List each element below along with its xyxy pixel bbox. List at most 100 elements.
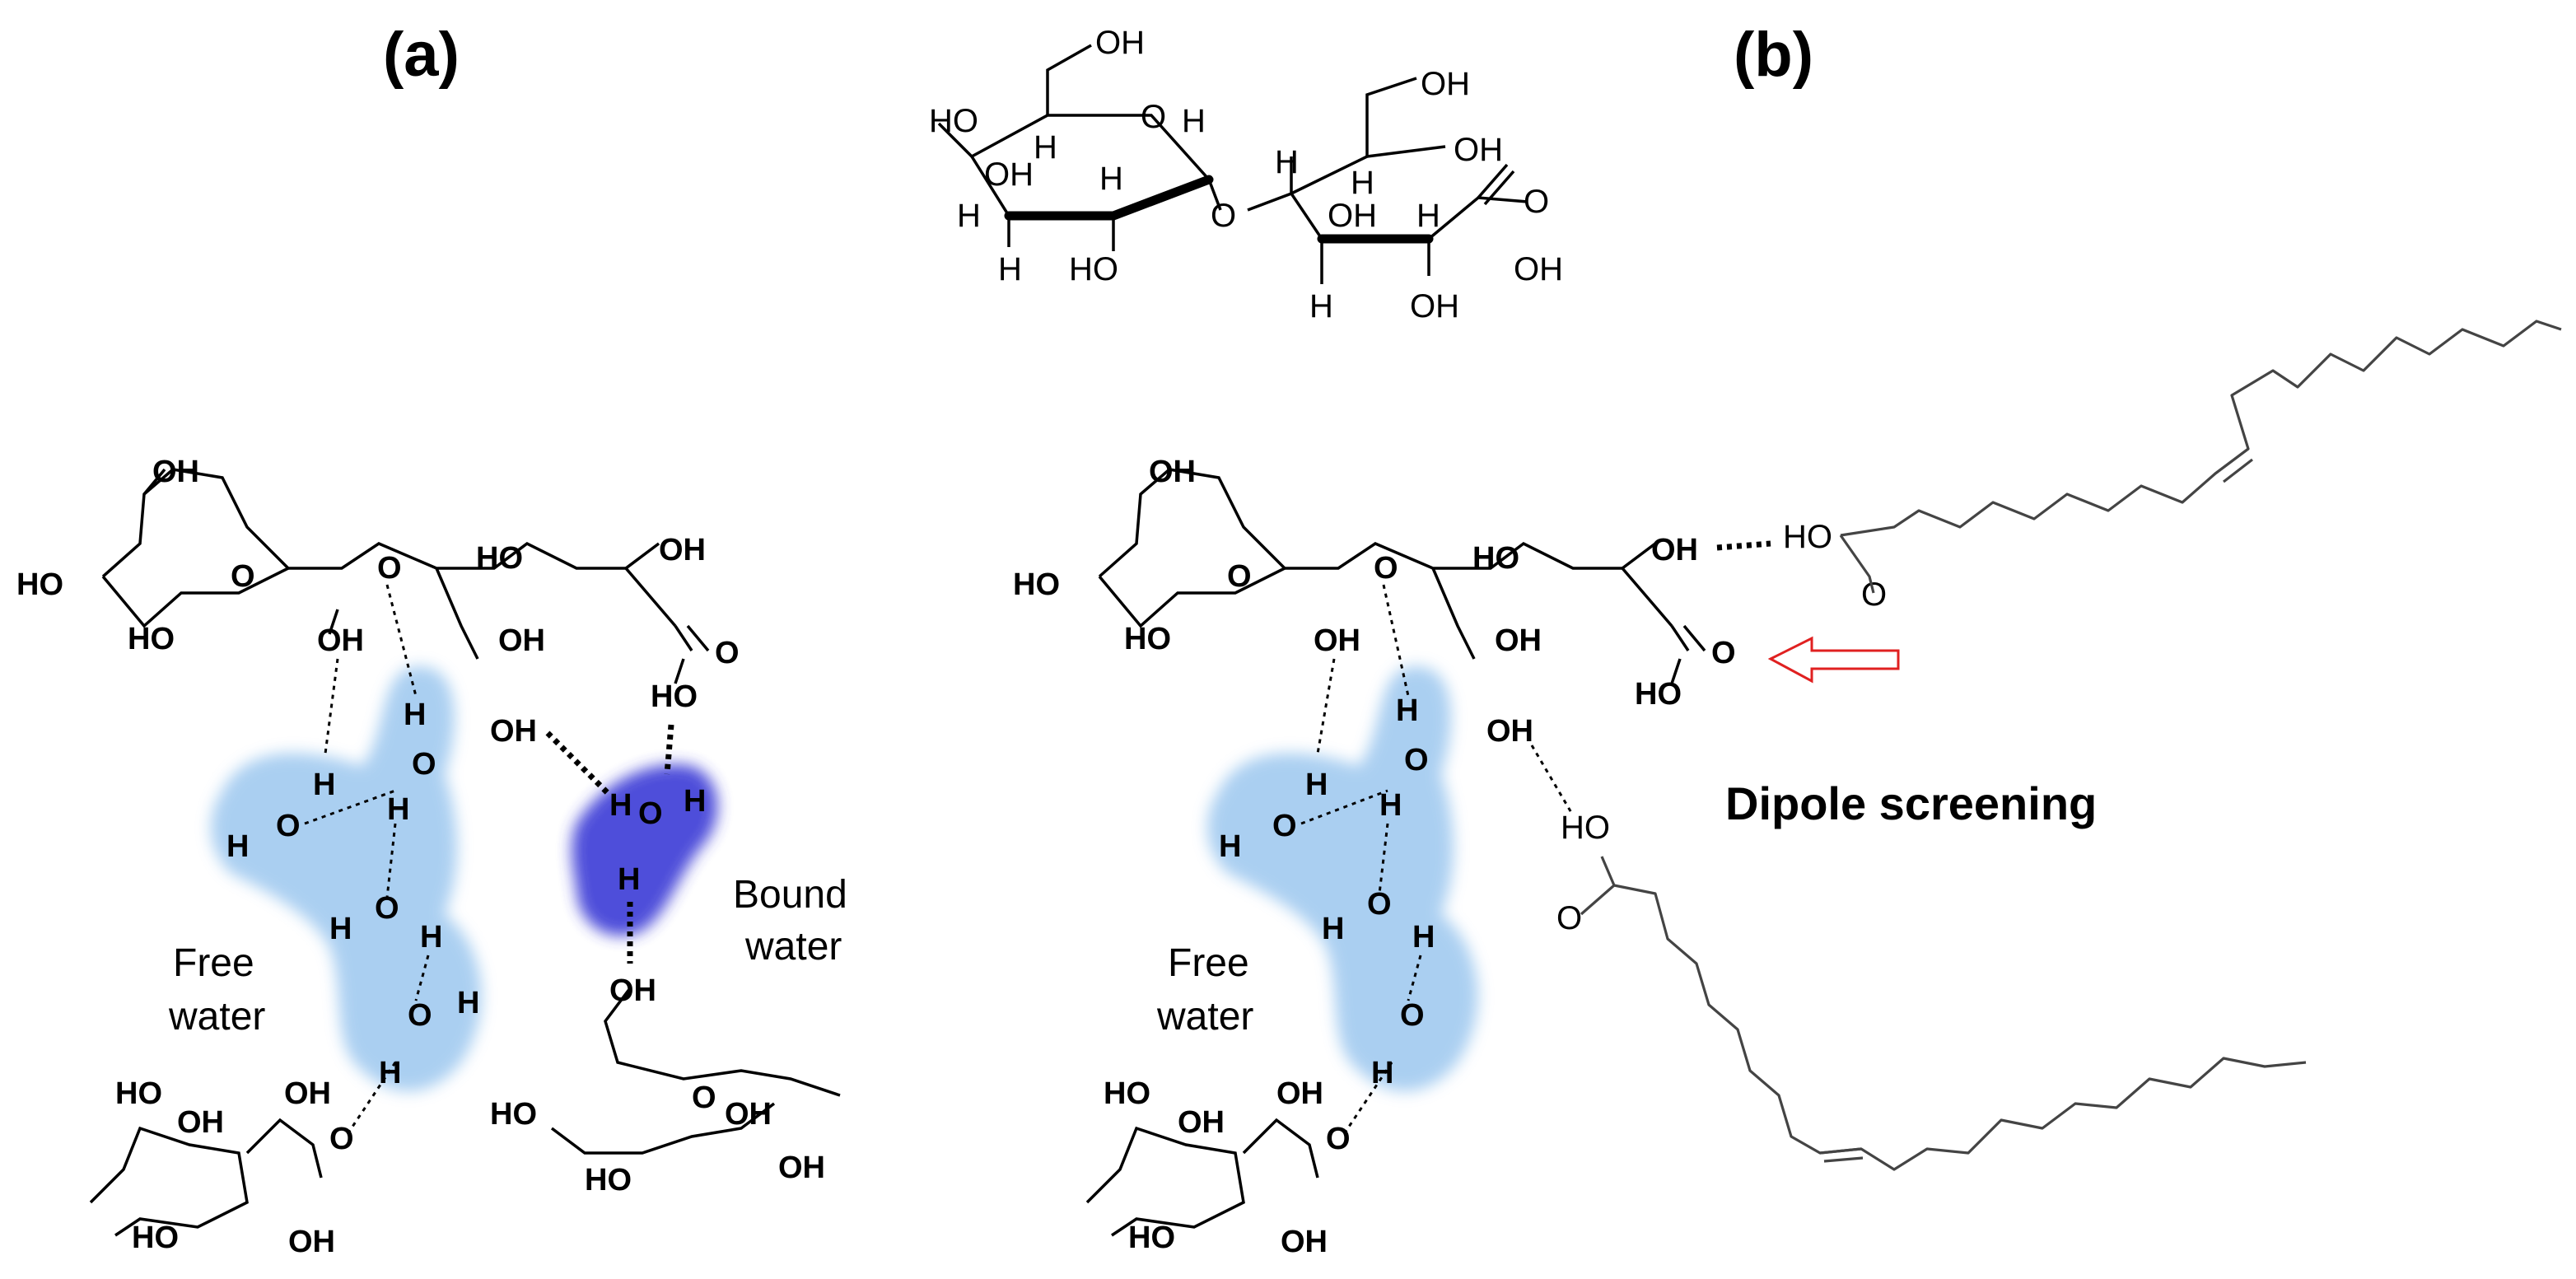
atom-o: O <box>1400 998 1425 1033</box>
atom-h: H <box>226 829 249 864</box>
atom-h: H <box>1034 129 1057 166</box>
atom-h: H <box>957 198 981 234</box>
atom-oh: OH <box>1095 25 1145 61</box>
atom-h: H <box>1182 103 1206 139</box>
free-water-label-b: Free <box>1168 941 1249 985</box>
panel-label-a: (a) <box>383 20 460 90</box>
atom-ho: HO <box>929 103 978 139</box>
atom-o: O <box>1141 99 1166 135</box>
atom-h: H <box>1416 198 1440 234</box>
atom-o: O <box>1374 551 1398 586</box>
atom-oh: OH <box>317 623 364 658</box>
atom-o: O <box>276 809 301 843</box>
atom-ho: HO <box>1128 1221 1175 1255</box>
atom-o: O <box>329 1122 354 1156</box>
atom-o: O <box>1404 743 1429 777</box>
left-arrow-icon <box>1767 636 1900 684</box>
atom-o: O <box>1211 198 1236 234</box>
atom-ho: HO <box>132 1221 179 1255</box>
atom-oh: OH <box>152 455 199 489</box>
atom-o: O <box>715 636 740 670</box>
atom-oh: OH <box>498 623 545 658</box>
panel-label-b: (b) <box>1734 20 1813 90</box>
atom-oh: OH <box>1314 623 1360 658</box>
atom-ho: HO <box>1124 622 1171 656</box>
atom-oh: OH <box>984 156 1034 193</box>
bound-water-label: Bound <box>733 873 847 917</box>
atom-oh: OH <box>778 1151 825 1185</box>
atom-o: O <box>1367 887 1392 922</box>
atom-o: O <box>638 796 663 831</box>
atom-h: H <box>404 698 426 732</box>
atom-oh: OH <box>1276 1076 1323 1111</box>
free-water-blob <box>1207 666 1478 1091</box>
atom-oh: OH <box>1149 455 1196 489</box>
atom-oh: OH <box>1495 623 1542 658</box>
atom-ho: HO <box>651 679 698 714</box>
atom-h: H <box>420 920 442 955</box>
panel-a: OH HO O HO OH O HO OH OH O HO OH H O H O… <box>16 455 847 1259</box>
atom-oh: OH <box>177 1105 224 1140</box>
atom-o: O <box>1524 184 1549 220</box>
atom-o: O <box>1272 809 1297 843</box>
atom-ho: HO <box>1104 1076 1150 1111</box>
atom-h: H <box>684 784 706 819</box>
atom-h: H <box>998 251 1022 287</box>
atom-ho: HO <box>1472 541 1519 576</box>
free-water-label-b: water <box>1156 995 1253 1039</box>
atom-h: H <box>609 788 632 823</box>
atom-h: H <box>1371 1056 1393 1090</box>
atom-oh: OH <box>284 1076 331 1111</box>
atom-ho: HO <box>1783 519 1832 555</box>
atom-ho: HO <box>1635 677 1682 712</box>
atom-oh: OH <box>1454 132 1503 168</box>
bound-water-label: water <box>744 925 842 969</box>
atom-h: H <box>1351 165 1374 201</box>
atom-oh: OH <box>1486 714 1533 749</box>
atom-oh: OH <box>659 533 706 567</box>
atom-h: H <box>313 768 335 802</box>
atom-oh: OH <box>1281 1225 1328 1259</box>
atom-oh: OH <box>1178 1105 1225 1140</box>
free-water-blob <box>211 666 482 1091</box>
atom-h: H <box>387 792 409 827</box>
panel-b: OH HO O HO OH O HO OH OH O HO OH H O H O… <box>1013 320 2562 1259</box>
atom-o: O <box>1326 1122 1351 1156</box>
atom-h: H <box>1309 288 1333 324</box>
dipole-screening-label: Dipole screening <box>1725 777 2097 829</box>
top-structure: OH O H HO OH H H H H HO O H OH H OH OH H… <box>929 25 1563 324</box>
atom-ho: HO <box>1561 810 1610 846</box>
atom-ho: HO <box>1069 251 1118 287</box>
atom-oh: OH <box>490 714 537 749</box>
atom-oh: OH <box>609 973 656 1008</box>
atom-ho: HO <box>128 622 175 656</box>
atom-o: O <box>1556 900 1582 936</box>
free-water-label-a: water <box>168 995 265 1039</box>
atom-o: O <box>1227 559 1252 594</box>
atom-ho: HO <box>1013 567 1060 602</box>
atom-h: H <box>379 1056 401 1090</box>
free-water-label-a: Free <box>173 941 254 985</box>
atom-o: O <box>692 1081 716 1115</box>
atom-oh: OH <box>725 1097 772 1132</box>
atom-h: H <box>1379 788 1402 823</box>
atom-ho: HO <box>490 1097 537 1132</box>
bound-water-blob <box>572 764 718 936</box>
atom-h: H <box>1219 829 1241 864</box>
atom-ho: HO <box>16 567 63 602</box>
atom-oh: OH <box>1410 288 1459 324</box>
atom-ho: HO <box>585 1163 632 1197</box>
atom-h: H <box>1396 693 1418 728</box>
atom-oh: OH <box>1328 198 1377 234</box>
atom-ho: HO <box>115 1076 162 1111</box>
atom-oh: OH <box>1421 66 1470 102</box>
atom-oh: OH <box>288 1225 335 1259</box>
atom-h: H <box>618 862 640 897</box>
atom-o: O <box>231 559 255 594</box>
atom-h: H <box>457 986 479 1020</box>
atom-o: O <box>408 998 432 1033</box>
atom-h: H <box>329 912 352 946</box>
atom-o: O <box>412 747 436 782</box>
atom-h: H <box>1305 768 1328 802</box>
